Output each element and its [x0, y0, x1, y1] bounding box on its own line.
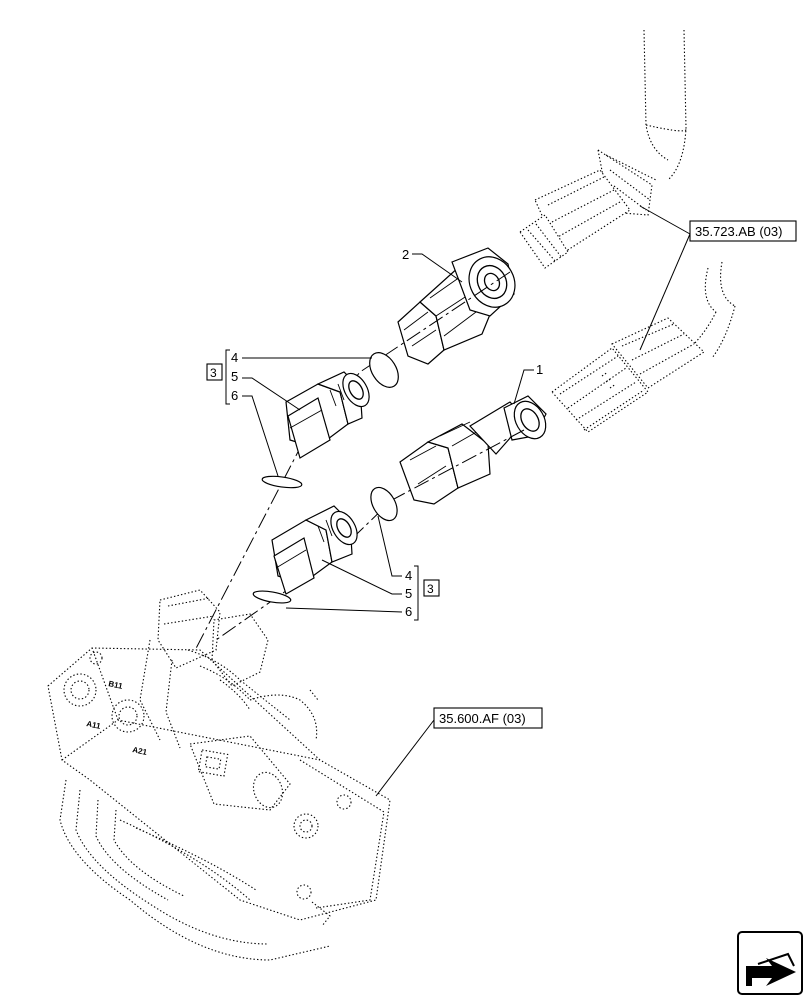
callout-upper-6: 6	[231, 388, 238, 403]
callout-2: 2	[402, 247, 409, 262]
control-valve-block	[47, 589, 391, 961]
upper-hose-assembly	[519, 29, 687, 269]
callout-upper-5: 5	[231, 369, 238, 384]
valve-marking-b11: B11	[108, 679, 124, 691]
valve-marking-a21: A21	[132, 745, 149, 757]
arrow-navigation-icon[interactable]	[737, 931, 803, 995]
callout-lower-kit: 3	[427, 582, 434, 596]
part-2-quick-coupler	[397, 247, 516, 365]
callout-lower-6: 6	[405, 604, 412, 619]
upper-reference-link[interactable]: 35.723.AB (03)	[695, 224, 782, 239]
callouts: 2 1 4 5 6 3 4 5 6 3 35.723.AB (03) 35.60…	[86, 220, 797, 757]
lower-reference-box[interactable]	[433, 707, 543, 729]
callout-lower-5: 5	[405, 586, 412, 601]
upper-kit-box	[206, 363, 223, 381]
lower-reference-link[interactable]: 35.600.AF (03)	[439, 711, 526, 726]
callout-1: 1	[536, 362, 543, 377]
part-1-quick-coupler	[399, 395, 547, 505]
middle-hose-assembly	[551, 261, 736, 433]
callout-upper-4: 4	[231, 350, 238, 365]
lower-kit-box	[423, 579, 440, 597]
valve-marking-a11: A11	[86, 719, 102, 731]
lower-o-ring-and-elbow	[252, 486, 398, 604]
callout-lower-4: 4	[405, 568, 412, 583]
callout-upper-kit: 3	[210, 366, 217, 380]
upper-o-ring-and-elbow	[261, 352, 399, 489]
upper-reference-box[interactable]	[689, 220, 797, 242]
leader-lines	[225, 205, 691, 797]
